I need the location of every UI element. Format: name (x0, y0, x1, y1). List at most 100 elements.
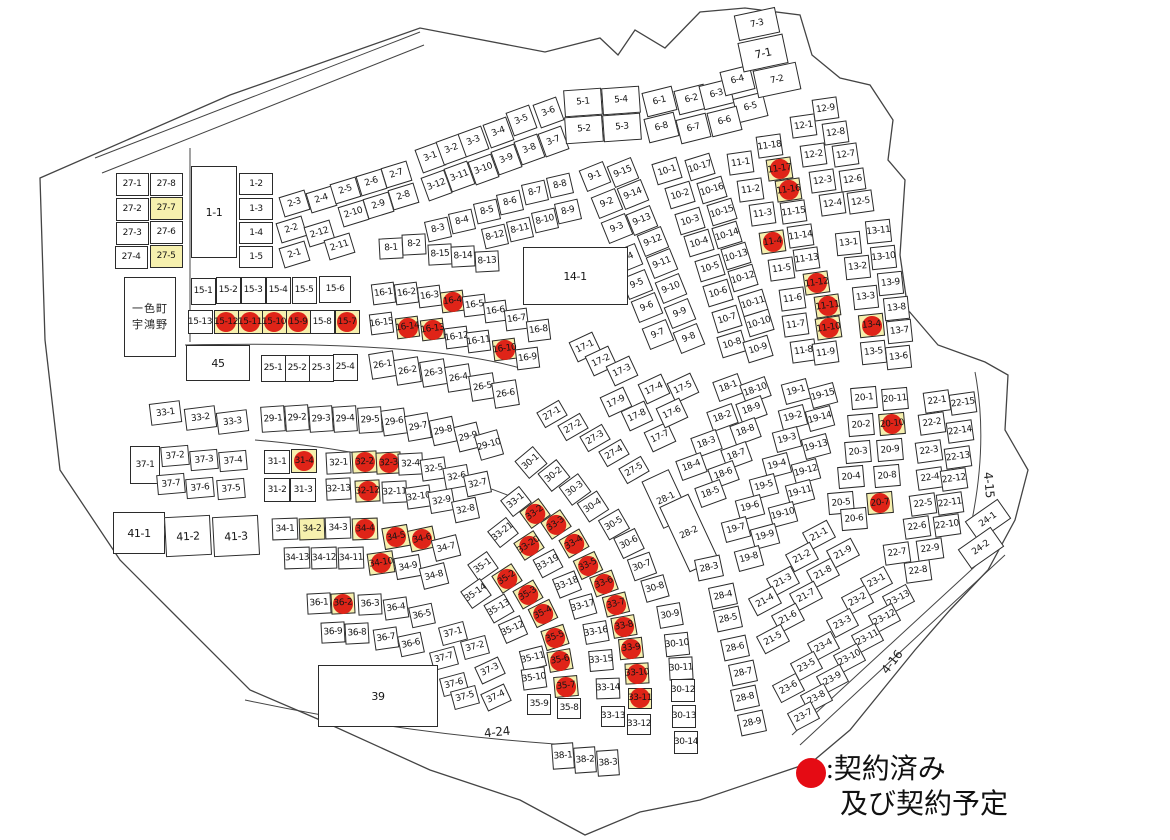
parcel-label: 10-8 (721, 335, 743, 352)
parcel-label: 30-3 (564, 479, 586, 499)
parcel-13-2: 13-2 (843, 254, 871, 280)
parcel-33-3: 33-3 (215, 409, 249, 435)
parcel-41-2: 41-2 (163, 514, 213, 558)
parcel-11-12: 11-12 (802, 270, 830, 296)
parcel-37-1: 37-1 (130, 446, 160, 484)
parcel-22-6: 22-6 (902, 514, 932, 540)
parcel-label: 30-11 (668, 661, 694, 674)
parcel-label: 33-11 (627, 692, 653, 703)
parcel-label: 30-12 (670, 684, 696, 695)
parcel-label: 3-4 (489, 124, 506, 139)
parcel-label: 37-3 (194, 453, 214, 466)
parcel-label: 21-7 (795, 586, 817, 605)
parcel-label: 16-2 (395, 286, 416, 299)
parcel-label: 8-8 (552, 178, 568, 191)
parcel-label: 10-16 (698, 181, 725, 198)
parcel-33-2: 33-2 (183, 405, 217, 431)
parcel-label: 15-3 (243, 284, 263, 295)
parcel-label: 22-12 (941, 471, 967, 486)
parcel-label: 15-10 (261, 316, 287, 327)
parcel-34-10: 34-10 (366, 550, 396, 576)
parcel-label: 33-15 (588, 653, 614, 666)
parcel-label: 3-12 (425, 176, 447, 193)
parcel-11-9: 11-9 (811, 340, 839, 366)
parcel-30-14: 30-14 (674, 730, 698, 754)
parcel-37-7: 37-7 (156, 472, 186, 496)
parcel-label: 27-1 (122, 178, 142, 189)
parcel-label: 6-2 (683, 92, 699, 105)
parcel-label: 2-6 (362, 174, 379, 189)
parcel-label: 19-13 (802, 437, 829, 454)
parcel-27-7: 27-7 (149, 196, 183, 220)
parcel-label: 23-7 (792, 706, 814, 725)
parcel-16-9: 16-9 (514, 346, 540, 370)
parcel-11-7: 11-7 (781, 312, 809, 338)
parcel-label: 8-4 (454, 214, 470, 227)
parcel-22-3: 22-3 (914, 438, 944, 464)
parcel-27-1: 27-1 (115, 172, 149, 196)
parcel-label: 9-10 (660, 279, 682, 296)
parcel-15-13: 15-13 (187, 310, 213, 334)
parcel-13-1: 13-1 (834, 230, 862, 256)
parcel-11-18: 11-18 (755, 133, 783, 159)
parcel-label: 10-2 (669, 186, 691, 203)
parcel-label: 33-13 (600, 710, 626, 721)
parcel-12-3: 12-3 (808, 168, 836, 194)
parcel-30-11: 30-11 (668, 655, 694, 681)
parcel-label: 10-15 (708, 203, 735, 220)
parcel-label: 5-2 (576, 123, 592, 134)
parcel-label: 22-9 (919, 542, 940, 555)
parcel-label: 16-12 (443, 330, 469, 343)
parcel-label: 11-7 (784, 318, 805, 331)
parcel-13-11: 13-11 (864, 218, 892, 244)
legend: :契約済み 及び契約予定 (796, 752, 1008, 822)
parcel-label: 35-10 (521, 670, 547, 685)
parcel-label: 15-2 (218, 284, 238, 295)
parcel-label: 12-4 (821, 197, 842, 210)
parcel-label: 11-9 (814, 346, 835, 359)
parcel-label: 18-9 (740, 400, 762, 417)
parcel-29-5: 29-5 (357, 406, 383, 434)
parcel-label: 10-14 (713, 226, 740, 243)
parcel-label: 9-5 (628, 276, 645, 291)
parcel-label: 31-1 (267, 456, 287, 467)
parcel-label: 2-10 (342, 204, 364, 221)
parcel-34-1: 34-1 (271, 517, 299, 541)
parcel-label: 22-13 (945, 449, 971, 464)
parcel-label: 19-5 (753, 478, 775, 493)
parcel-label: 30-6 (618, 533, 640, 552)
parcel-label: 3-7 (544, 133, 561, 148)
parcel-34-4: 34-4 (351, 517, 379, 541)
parcel-22-15: 22-15 (948, 390, 978, 416)
parcel-25-1: 25-1 (260, 354, 286, 382)
parcel-27-8: 27-8 (149, 172, 183, 196)
parcel-label: 35-9 (529, 698, 549, 709)
parcel-29-3: 29-3 (308, 405, 334, 433)
parcel-label: 28-8 (734, 690, 756, 705)
parcel-label: 33-16 (583, 624, 609, 639)
parcel-41-3: 41-3 (211, 514, 261, 558)
parcel-label: 9-14 (622, 185, 644, 202)
parcel-label: 30-4 (582, 496, 604, 515)
parcel-35-10: 35-10 (520, 665, 548, 691)
parcel-label: 11-1 (729, 156, 750, 169)
parcel-20-4: 20-4 (837, 464, 865, 490)
parcel-label: 32-3 (378, 457, 398, 468)
parcel-label: 32-2 (354, 456, 374, 467)
parcel-label: 41-2 (175, 528, 201, 544)
parcel-label: 1-2 (249, 178, 263, 189)
parcel-label: 38-1 (553, 749, 573, 762)
parcel-label: 15-6 (325, 283, 345, 294)
parcel-label: 32-1 (328, 457, 348, 468)
road-label-4-15: 4-15 (980, 471, 998, 499)
parcel-label: 15-1 (193, 285, 213, 296)
parcel-label: 37-7 (433, 650, 455, 665)
parcel-label: 36-1 (309, 597, 329, 608)
parcel-label: 29-10 (475, 436, 502, 453)
parcel-16-2: 16-2 (393, 281, 419, 305)
parcel-label: 17-8 (626, 407, 648, 425)
parcel-label: 37-1 (442, 625, 464, 640)
parcel-label: 25-3 (311, 362, 331, 373)
parcel-label: 45 (211, 356, 225, 370)
parcel-label: 10-7 (716, 310, 738, 327)
